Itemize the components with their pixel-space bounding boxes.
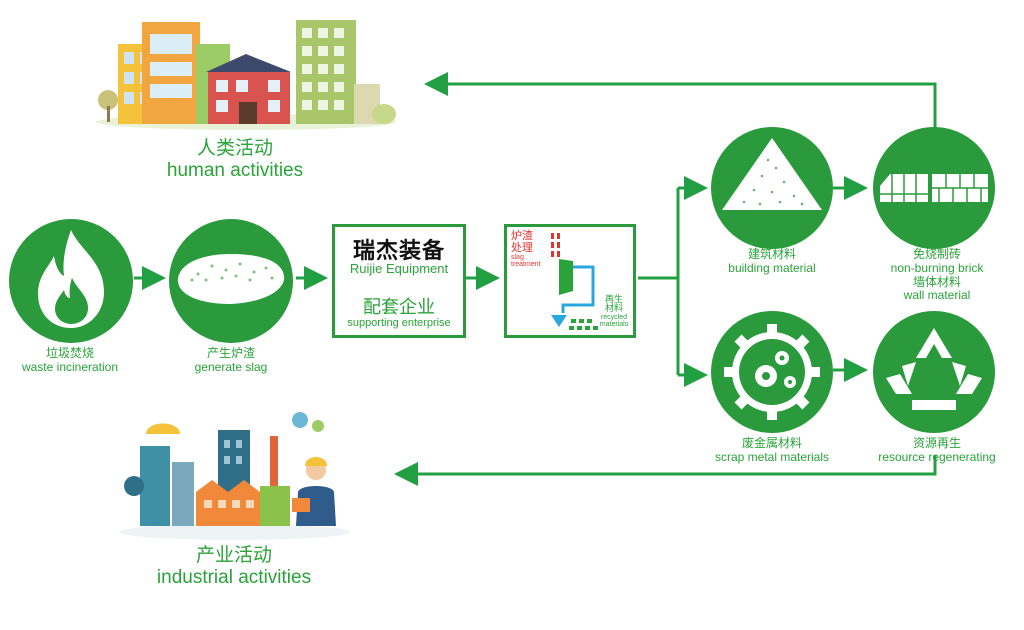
wall-material-cn: 墙体材料 — [912, 274, 961, 289]
brick-icon — [873, 127, 995, 249]
slag-pile-icon — [169, 219, 293, 343]
recycled-materials-en-2: materials — [599, 321, 629, 329]
generate-slag-label: 产生炉渣 generate slag — [158, 346, 304, 375]
building-material-cn: 建筑材料 — [747, 247, 796, 261]
human-activities-label: 人类活动 human activities — [150, 138, 320, 182]
waste-incineration-cn: 垃圾焚烧 — [45, 346, 94, 360]
scrap-metal-cn: 废金属材料 — [741, 436, 802, 450]
ruijie-brand-en: Ruijie Equipment — [349, 261, 449, 276]
recycled-materials-en-1: recycled — [600, 313, 628, 321]
resource-regenerating-cn: 资源再生 — [912, 436, 961, 450]
generate-slag-cn: 产生炉渣 — [206, 346, 255, 360]
slag-treatment-label: 炉渣 处理 slag treatment — [511, 230, 545, 269]
recycled-materials-cn-2: 材料 — [604, 303, 623, 314]
industry-factory-icon — [120, 412, 350, 540]
slag-treatment-box: 炉渣 处理 slag treatment 再生 材料 recycled mate… — [504, 224, 636, 338]
waste-incineration-en: waste incineration — [21, 359, 119, 374]
slag-treatment-en-2: treatment — [511, 261, 541, 269]
resource-regenerating-en: resource regenerating — [878, 449, 996, 464]
human-activities-cn: 人类活动 — [196, 138, 273, 159]
ruijie-enterprise-box: 瑞杰装备 Ruijie Equipment 配套企业 supporting en… — [332, 224, 466, 338]
human-activities-en: human activities — [166, 159, 304, 181]
slag-treatment-cn-1: 炉渣 — [511, 230, 533, 242]
waste-incineration-label: 垃圾焚烧 waste incineration — [0, 346, 140, 375]
processing-machine-icon — [551, 233, 598, 330]
generate-slag-en: generate slag — [194, 359, 268, 374]
recycle-icon — [873, 311, 995, 433]
non-burning-brick-en: non-burning brick — [890, 260, 984, 275]
non-burning-brick-cn: 免烧制砖 — [912, 247, 961, 261]
return-arrow-bottom — [394, 455, 937, 486]
resource-regenerating-label: 资源再生 resource regenerating — [858, 436, 1016, 465]
building-material-en: building material — [728, 260, 816, 275]
slag-treatment-cn-2: 处理 — [511, 241, 533, 254]
industrial-activities-cn: 产业活动 — [195, 545, 272, 566]
ruijie-brand: 瑞杰装备 — [352, 238, 445, 263]
city-buildings-icon — [96, 20, 396, 130]
non-burning-brick-label: 免烧制砖 non-burning brick 墙体材料 wall materia… — [862, 247, 1012, 303]
building-material-label: 建筑材料 building material — [696, 247, 848, 276]
slag-treatment-en-1: slag — [511, 254, 524, 262]
scrap-metal-label: 废金属材料 scrap metal materials — [694, 436, 850, 465]
supporting-enterprise-cn: 配套企业 — [363, 297, 435, 317]
gear-icon — [711, 311, 833, 433]
sand-pile-icon — [711, 127, 833, 249]
industrial-activities-en: industrial activities — [156, 566, 312, 588]
flame-icon — [9, 219, 133, 343]
recycled-materials-cn-1: 再生 — [604, 294, 623, 304]
industrial-activities-label: 产业活动 industrial activities — [136, 545, 332, 589]
return-arrow-top — [424, 72, 937, 128]
recycled-materials-label: 再生 材料 recycled materials — [593, 294, 635, 329]
wall-material-en: wall material — [903, 288, 971, 303]
scrap-metal-en: scrap metal materials — [714, 449, 830, 464]
supporting-enterprise-en: supporting enterprise — [347, 317, 451, 329]
